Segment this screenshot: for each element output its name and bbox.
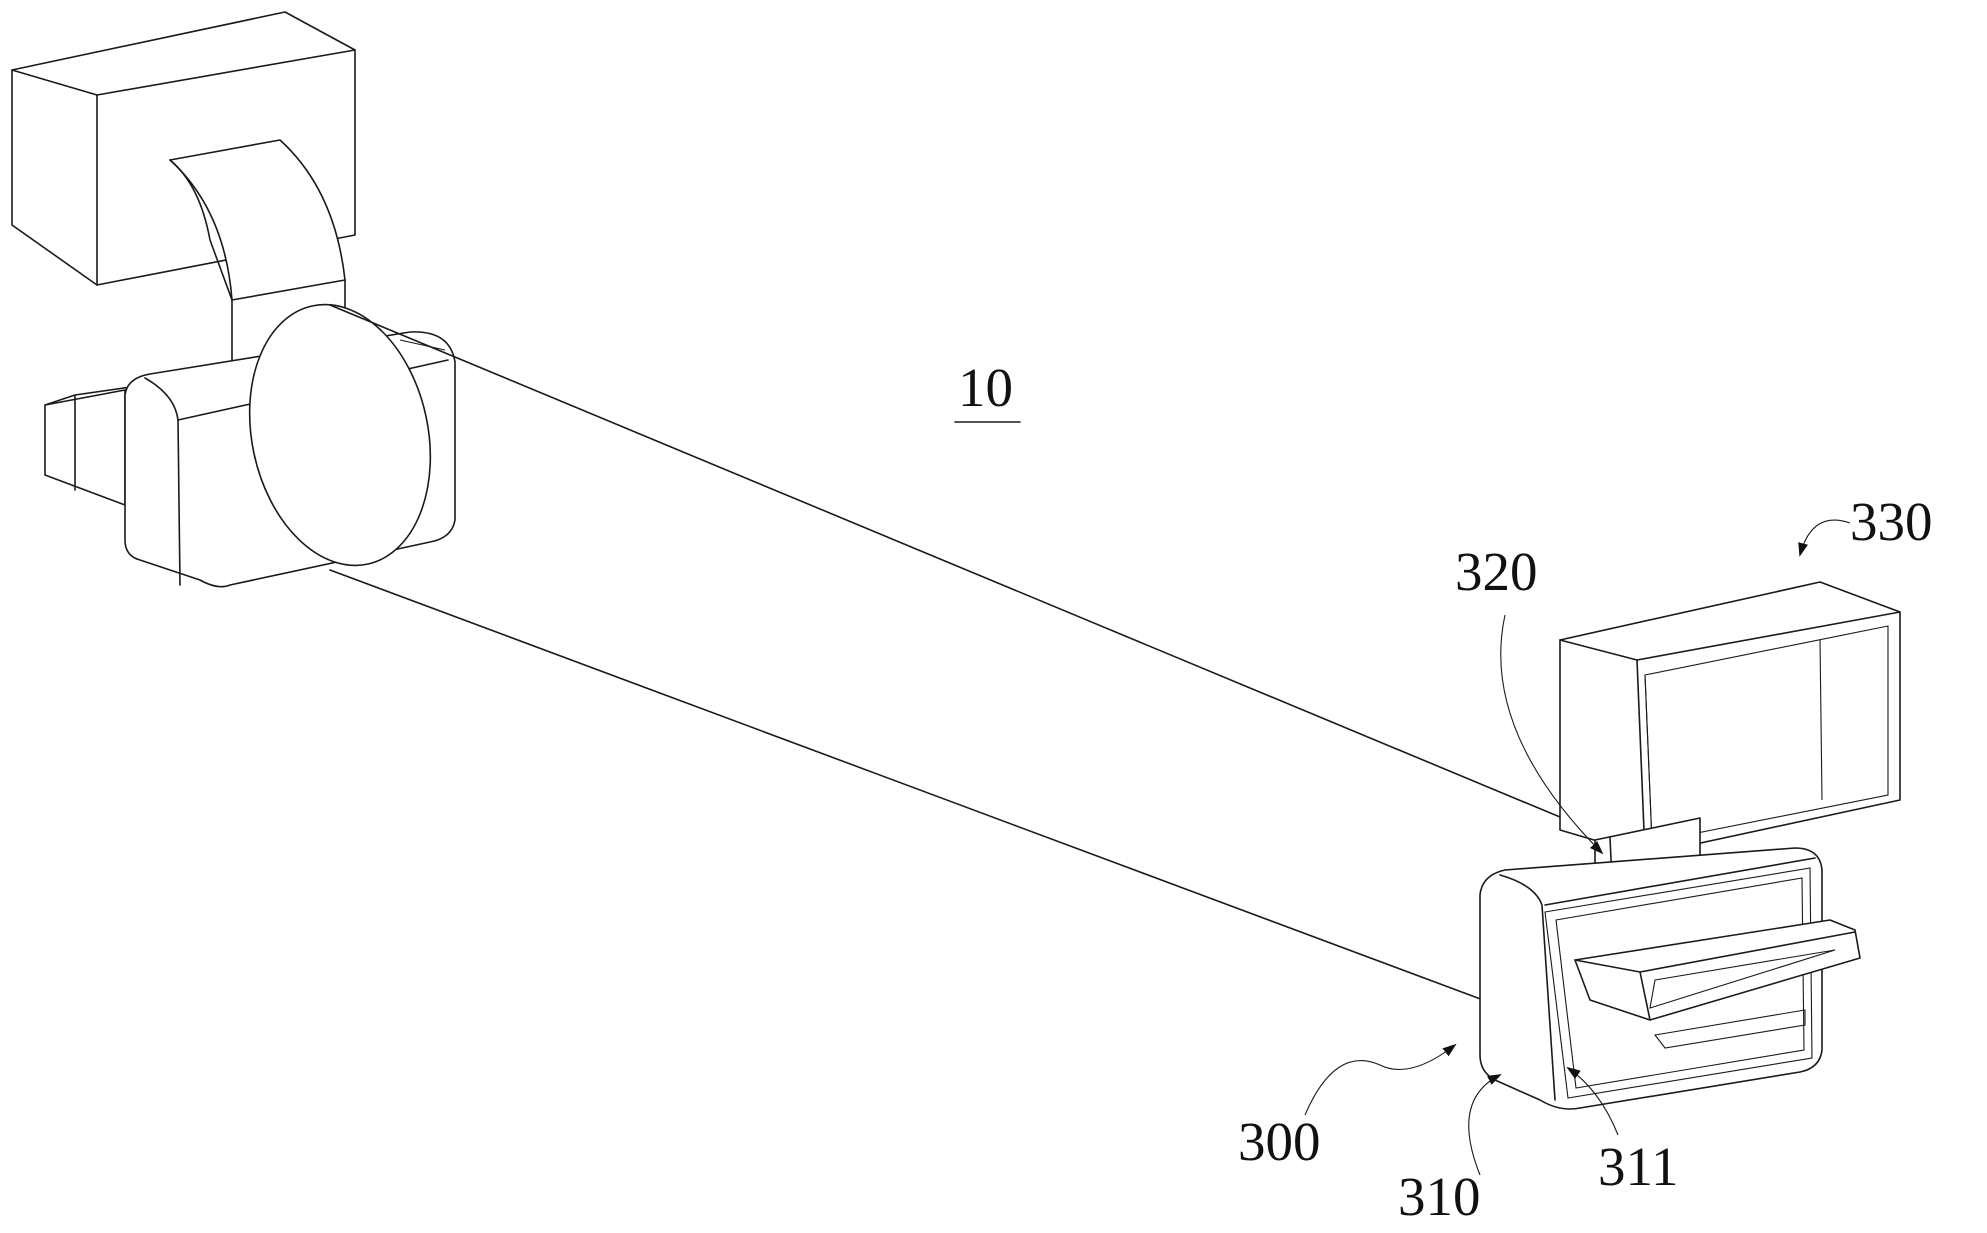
callout-311: 311 [1566,1066,1678,1197]
callout-300-leader [1304,1043,1457,1116]
callout-311-label: 311 [1598,1136,1678,1197]
cable-body [329,304,1621,1011]
callout-311-leader [1566,1066,1619,1136]
callout-300: 300 [1238,1043,1457,1172]
callout-310-label: 310 [1398,1166,1481,1227]
assembly-label: 10 [954,357,1021,423]
assembly-label-text: 10 [958,357,1013,418]
callout-320-leader [1500,614,1604,855]
callout-310: 310 [1398,1074,1502,1227]
right-plug [1574,919,1861,1049]
callout-330: 330 [1798,491,1933,557]
cap-330 [1559,581,1901,856]
callout-320: 320 [1455,541,1604,855]
right-connector [1479,581,1901,1110]
callout-330-leader [1798,519,1851,557]
callout-300-label: 300 [1238,1111,1321,1172]
left-cable-end [248,303,432,567]
left-connector [11,11,456,588]
callout-320-label: 320 [1455,541,1538,602]
callout-310-leader [1468,1074,1502,1176]
callout-330-label: 330 [1850,491,1933,552]
